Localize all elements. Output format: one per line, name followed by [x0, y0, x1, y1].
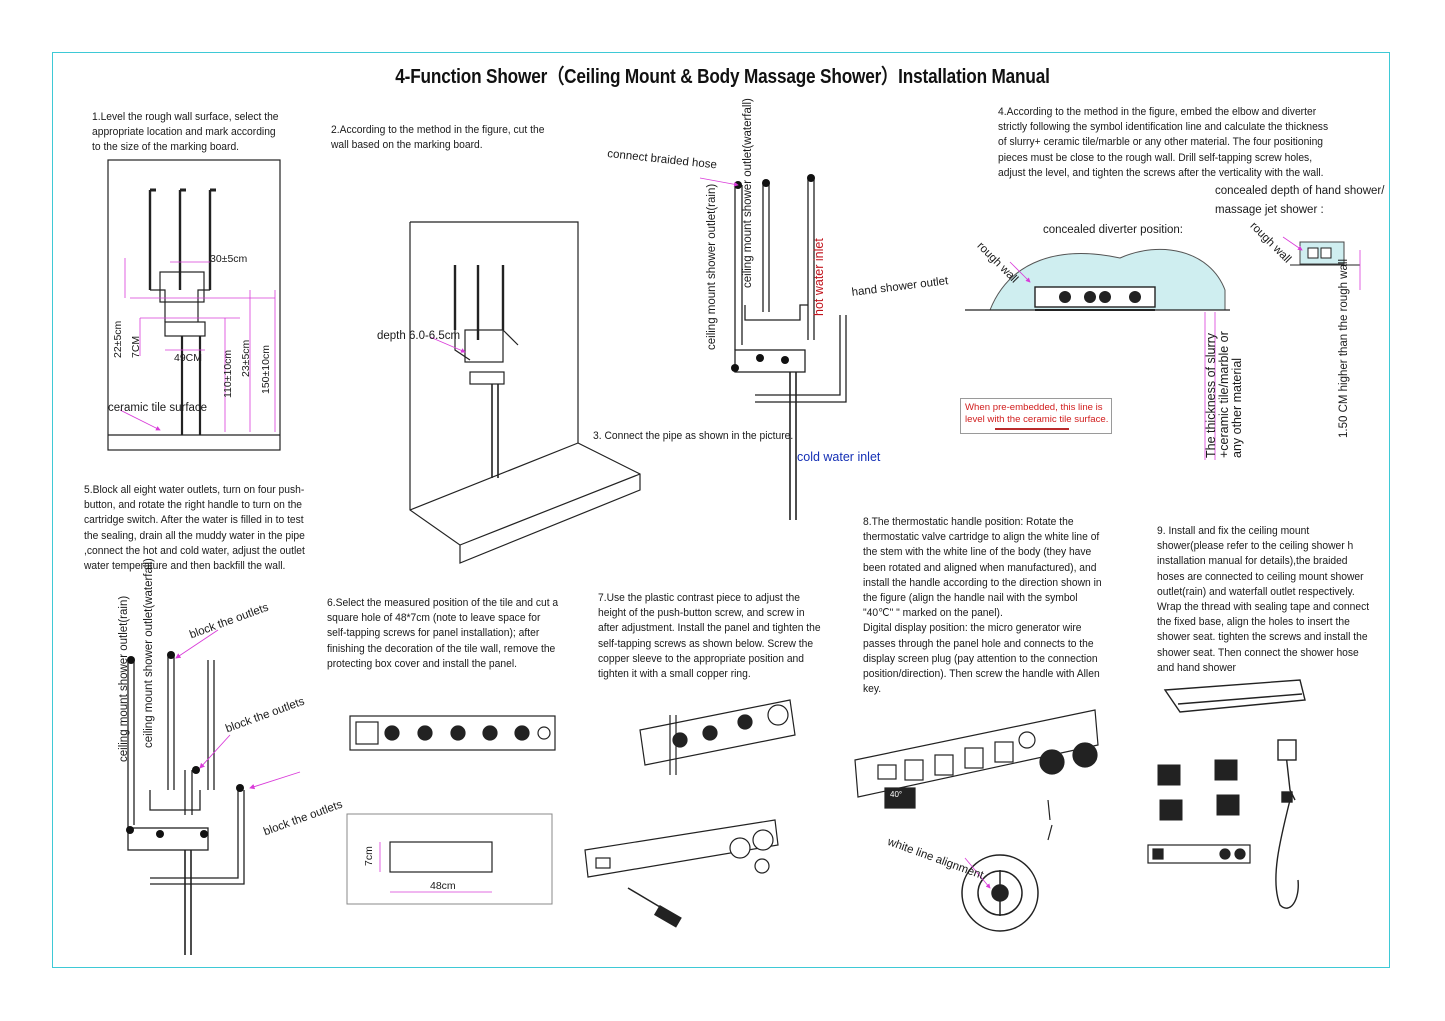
- dim-110: 110±10cm: [222, 349, 234, 398]
- display-40-label: 40°: [890, 790, 903, 799]
- step-1-text: 1.Level the rough wall surface, select t…: [92, 111, 282, 154]
- ceiling-rain-label-5: ceiling mount shower outlet(rain): [118, 595, 130, 762]
- step7-panel-drawing: [584, 819, 779, 878]
- concealed-depth-label: concealed depth of hand shower/ massage …: [1215, 185, 1385, 216]
- pre-embedded-note: When pre-embedded, this line is level wi…: [965, 402, 1109, 425]
- step6-hole: [389, 841, 493, 873]
- dim-30: 30±5cm: [210, 253, 248, 265]
- cold-inlet-label: cold water inlet: [797, 450, 881, 464]
- pre-embedded-note-box: When pre-embedded, this line is level wi…: [960, 398, 1112, 434]
- hand-shower-icon: [1275, 739, 1299, 909]
- ceiling-waterfall-label-5: ceiling mount shower outlet(waterfall): [143, 558, 155, 748]
- step1-dimension-lines: [124, 258, 276, 432]
- step-4-text: 4.According to the method in the figure,…: [998, 106, 1331, 179]
- hot-inlet-label: hot water inlet: [812, 238, 826, 316]
- step2-wall-drawing: [409, 221, 641, 564]
- step7-valve-drawing: [639, 699, 796, 775]
- dim-49: 49CM: [174, 352, 203, 364]
- massage-jet-icons: [1157, 759, 1240, 821]
- slurry-label: The thickness of slurry +ceramic tile/ma…: [1204, 331, 1244, 458]
- ceiling-waterfall-label: ceiling mount shower outlet(waterfall): [742, 98, 754, 288]
- ceiling-rain-label: ceiling mount shower outlet(rain): [706, 183, 718, 350]
- step9-panel-icon: [1147, 844, 1251, 864]
- step9-ceiling-shower-icon: [1163, 679, 1306, 713]
- dim-7cm: 7CM: [130, 335, 142, 358]
- step-3-text: 3. Connect the pipe as shown in the pict…: [593, 430, 794, 442]
- step5-pipe-drawing: [127, 655, 245, 955]
- step-7-text: 7.Use the plastic contrast piece to adju…: [598, 592, 824, 681]
- page-title: 4-Function Shower（Ceiling Mount & Body M…: [395, 66, 1050, 88]
- concealed-diverter-label: concealed diverter position:: [1043, 224, 1183, 236]
- depth-label: depth 6.0-6.5cm: [377, 330, 461, 342]
- page-frame: [52, 52, 1390, 968]
- dim-23: 23±5cm: [240, 339, 252, 377]
- dim-22: 22±5cm: [112, 320, 124, 358]
- screwdriver-icon: [627, 887, 682, 928]
- dim-150: 150±10cm: [260, 345, 272, 394]
- step3-pipe-drawing: [734, 178, 847, 520]
- step6-box-drawing: [349, 715, 556, 751]
- step1-wall-drawing: [107, 159, 281, 451]
- step-6-text: 6.Select the measured position of the ti…: [327, 597, 562, 670]
- tile-surface-line: [995, 428, 1069, 430]
- step-8-text: 8.The thermostatic handle position: Rota…: [863, 516, 1102, 696]
- ceramic-tile-label: ceramic tile surface: [108, 402, 208, 414]
- dim-7cm-6: 7cm: [363, 846, 375, 866]
- higher-label: 1.50 CM higher than the rough wall: [1338, 259, 1350, 438]
- step8-panel-drawing: [854, 709, 1099, 841]
- step-2-text: 2.According to the method in the figure,…: [331, 124, 548, 152]
- dim-48cm: 48cm: [430, 880, 456, 892]
- step-9-text: 9. Install and fix the ceiling mount sho…: [1157, 525, 1372, 674]
- thermostat-handle-icon: [961, 854, 1039, 932]
- step-5-text: 5.Block all eight water outlets, turn on…: [84, 484, 308, 573]
- step4-diverter-drawing: [965, 241, 1361, 460]
